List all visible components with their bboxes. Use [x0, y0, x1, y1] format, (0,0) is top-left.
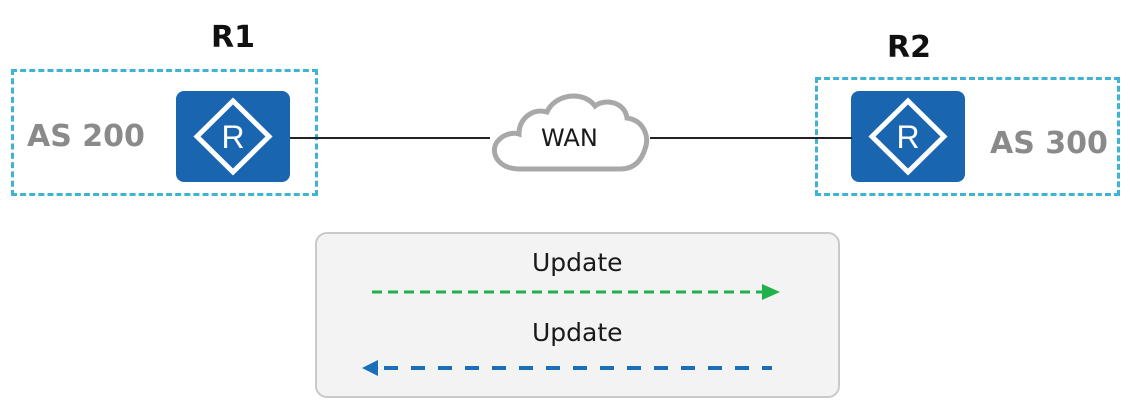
wan-label: WAN — [541, 124, 598, 152]
as-200-label: AS 200 — [27, 119, 145, 154]
router-r1-label: R1 — [211, 20, 255, 55]
arrowhead-right-icon — [762, 284, 780, 300]
update-arrow-right — [372, 284, 780, 300]
update-label-1: Update — [532, 248, 623, 277]
router-r1[interactable]: R — [176, 91, 290, 182]
as-200-boundary — [11, 69, 318, 196]
update-arrow-left — [362, 360, 772, 376]
link-wan-r2 — [650, 137, 852, 139]
router-r2-label: R2 — [887, 30, 931, 65]
legend-box — [315, 232, 840, 398]
as-300-boundary — [815, 77, 1120, 196]
router-icon: R — [193, 97, 273, 176]
cloud-icon — [491, 93, 650, 172]
update-label-2: Update — [532, 318, 623, 347]
arrowhead-left-icon — [362, 360, 378, 376]
router-glyph: R — [221, 119, 244, 155]
router-glyph: R — [896, 119, 919, 155]
as-300-label: AS 300 — [990, 126, 1108, 161]
router-icon: R — [868, 97, 948, 176]
link-r1-wan — [290, 137, 490, 139]
router-r2[interactable]: R — [851, 91, 965, 182]
